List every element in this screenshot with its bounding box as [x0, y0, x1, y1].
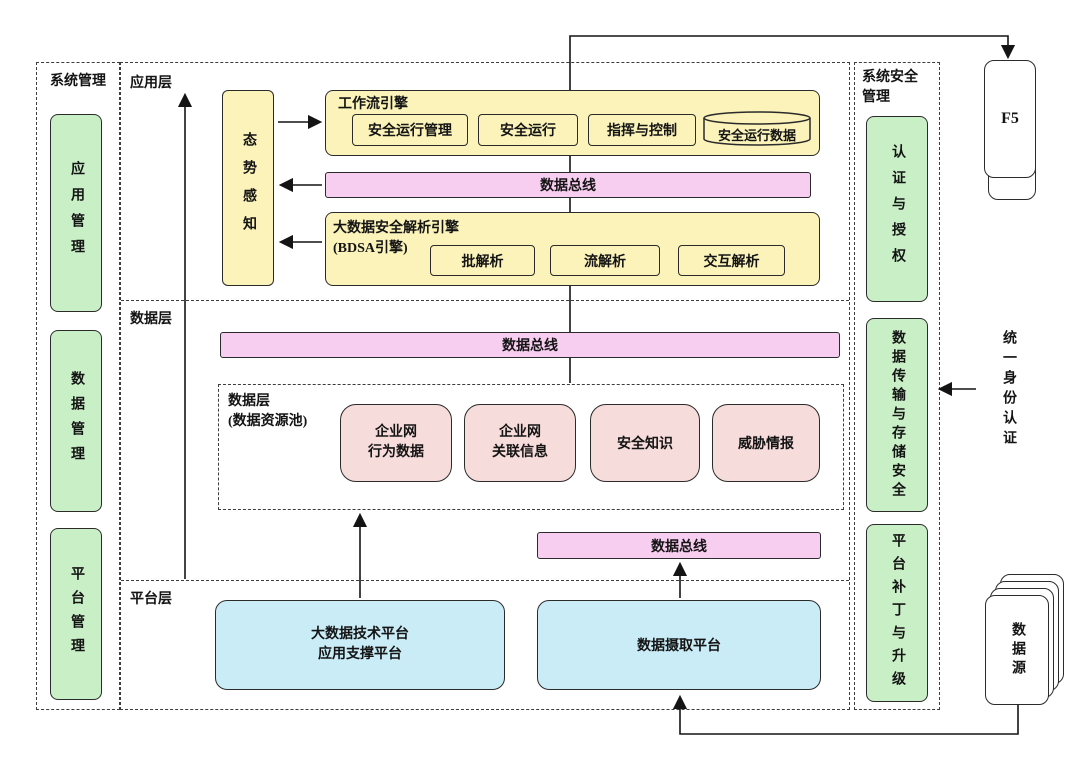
data-management-box: 数据管理: [50, 330, 102, 512]
f5-box: F5: [984, 60, 1036, 178]
enterprise-relation-info-label: 企业网 关联信息: [492, 424, 548, 460]
data-ingestion-platform-box: 数据摄取平台: [537, 600, 821, 690]
data-resource-pool: [218, 384, 844, 510]
f5-label: F5: [1001, 110, 1019, 127]
app-layer-label: 应用层: [130, 76, 172, 91]
command-control-box: 指挥与控制: [588, 114, 696, 146]
data-management-label: 数据管理: [69, 371, 84, 471]
command-control-label: 指挥与控制: [607, 124, 677, 139]
security-operation-mgmt-label: 安全运行管理: [368, 124, 452, 139]
situation-awareness-label: 态势感知: [241, 132, 256, 244]
platform-management-box: 平台管理: [50, 528, 102, 700]
data-platform-layer-divider: [121, 580, 849, 581]
data-transfer-storage-security-label: 数据传输与存储安全: [890, 329, 905, 501]
security-knowledge-label: 安全知识: [617, 437, 673, 452]
data-bus-app-layer: 数据总线: [325, 172, 811, 198]
enterprise-relation-info-box: 企业网 关联信息: [464, 404, 576, 482]
data-source-box: 数据源: [985, 595, 1049, 705]
unified-identity-label: 统一身份认证: [1001, 330, 1016, 450]
situation-awareness-box: 态势感知: [222, 90, 274, 286]
platform-patch-upgrade-label: 平台补丁与升级: [890, 532, 905, 694]
cylinder-icon: [703, 111, 811, 146]
bdsa-engine-label: 大数据安全解析引擎 (BDSA引擎): [333, 221, 459, 257]
workflow-engine-label: 工作流引擎: [338, 97, 408, 112]
data-layer-label: 数据层: [130, 312, 172, 327]
system-security-label: 系统安全 管理: [862, 70, 918, 106]
data-bus-lower: 数据总线: [537, 532, 821, 559]
security-operation-box: 安全运行: [478, 114, 578, 146]
batch-analysis-box: 批解析: [430, 245, 535, 276]
stream-analysis-box: 流解析: [550, 245, 660, 276]
platform-layer-label: 平台层: [130, 592, 172, 607]
main-panel: [120, 62, 850, 710]
interactive-analysis-label: 交互解析: [703, 254, 760, 270]
data-bus-app-label: 数据总线: [540, 179, 596, 194]
data-bus-data-label: 数据总线: [502, 339, 558, 354]
auth-authorization-box: 认证与授权: [866, 116, 928, 302]
bigdata-platform-box: 大数据技术平台 应用支撑平台: [215, 600, 505, 690]
data-bus-data-layer: 数据总线: [220, 332, 840, 358]
stream-analysis-label: 流解析: [584, 254, 626, 270]
data-resource-pool-label: 数据层 (数据资源池): [228, 394, 308, 430]
platform-patch-upgrade-box: 平台补丁与升级: [866, 524, 928, 702]
enterprise-behavior-data-label: 企业网 行为数据: [368, 424, 424, 460]
app-management-box: 应用管理: [50, 114, 102, 312]
security-operation-data-label: 安全运行数据: [717, 128, 796, 143]
bigdata-platform-label: 大数据技术平台 应用支撑平台: [311, 626, 409, 662]
batch-analysis-label: 批解析: [461, 254, 504, 270]
data-source-label: 数据源: [1010, 621, 1025, 679]
security-operation-mgmt-box: 安全运行管理: [352, 114, 468, 146]
enterprise-behavior-data-box: 企业网 行为数据: [340, 404, 452, 482]
platform-management-label: 平台管理: [69, 566, 84, 662]
app-data-layer-divider: [121, 300, 849, 301]
security-operation-data-cylinder: 安全运行数据: [702, 110, 812, 148]
threat-intel-label: 威胁情报: [738, 437, 794, 452]
system-management-panel: [36, 62, 120, 710]
auth-authorization-label: 认证与授权: [890, 144, 905, 274]
security-knowledge-box: 安全知识: [590, 404, 700, 482]
security-operation-label: 安全运行: [500, 124, 556, 139]
interactive-analysis-box: 交互解析: [678, 245, 785, 276]
data-transfer-storage-security-box: 数据传输与存储安全: [866, 318, 928, 512]
data-bus-lower-label: 数据总线: [651, 539, 707, 555]
threat-intel-box: 威胁情报: [712, 404, 820, 482]
app-management-label: 应用管理: [69, 161, 84, 265]
system-management-label: 系统管理: [50, 74, 106, 89]
data-ingestion-platform-label: 数据摄取平台: [637, 639, 721, 654]
